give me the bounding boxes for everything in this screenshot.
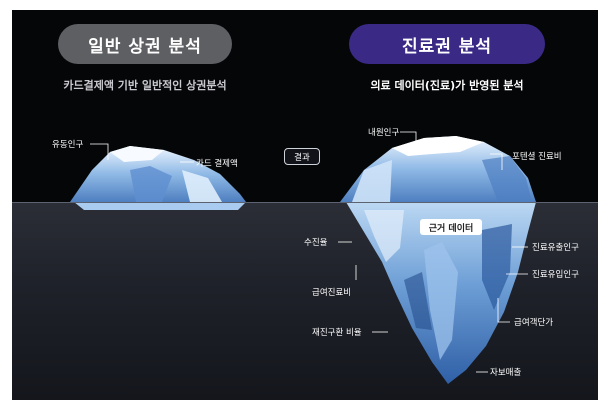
water-line (12, 202, 598, 203)
label-insured-unit-price: 급여객단가 (514, 316, 553, 328)
label-visiting-population: 내원인구 (368, 126, 399, 138)
label-self-pay-sales: 자보매출 (490, 366, 521, 378)
label-floating-population: 유동인구 (52, 138, 83, 150)
evidence-data-badge: 근거 데이터 (420, 219, 482, 235)
large-iceberg (340, 136, 536, 384)
label-card-payment: 카드 결제액 (196, 157, 238, 169)
label-insured-fee: 급여진료비 (312, 286, 351, 298)
label-visit-rate: 수진율 (304, 236, 327, 248)
result-badge: 결과 (284, 148, 320, 165)
infographic: 일반 상권 분석 진료권 분석 카드결제액 기반 일반적인 상권분석 의료 데이… (12, 10, 598, 400)
label-revisit-rate: 재진구환 비율 (312, 326, 362, 338)
label-potential-fee: 포텐셜 진료비 (512, 150, 562, 162)
label-inflow-population: 진료유입인구 (532, 268, 579, 280)
small-iceberg (70, 146, 246, 210)
label-outflow-population: 진료유출인구 (532, 241, 579, 253)
iceberg-illustration (12, 10, 598, 400)
